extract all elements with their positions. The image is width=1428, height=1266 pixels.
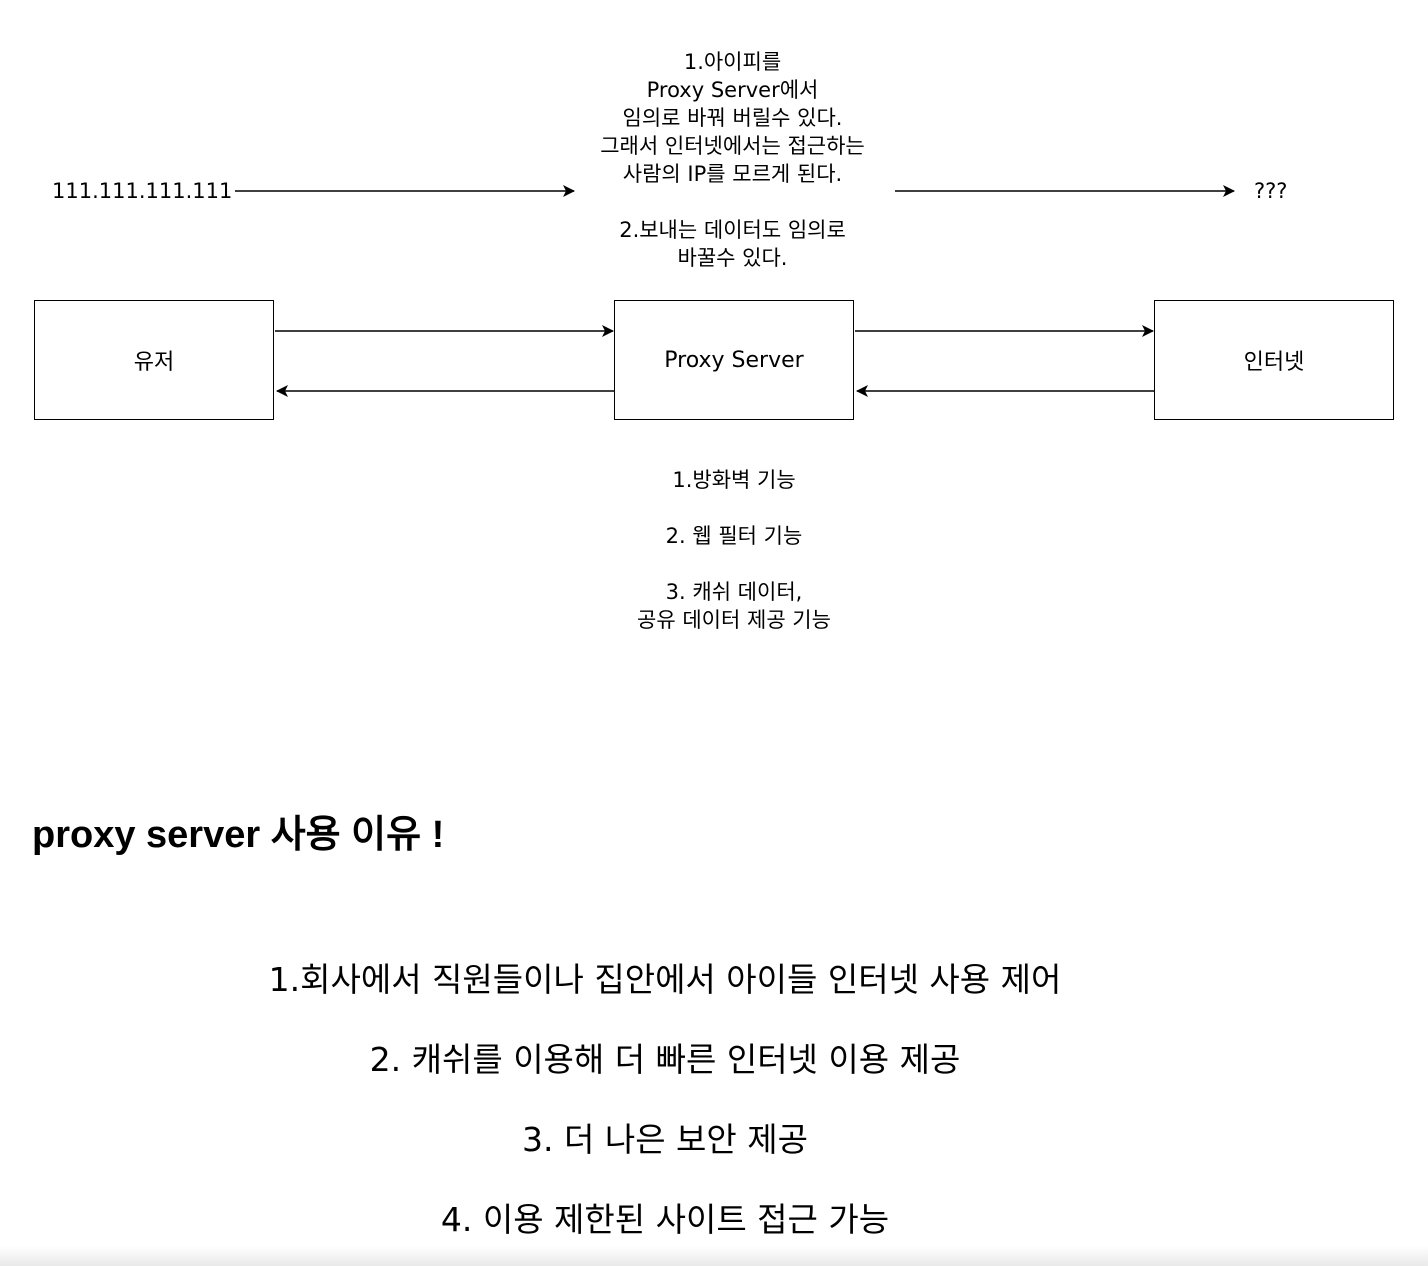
node-user-label: 유저	[133, 350, 175, 375]
reason-item-4: 4. 이용 제한된 사이트 접근 가능	[440, 1200, 890, 1239]
diagram-connectors	[235, 185, 1235, 397]
ip-label: 111.111.111.111	[52, 179, 233, 203]
node-proxy-server-label: Proxy Server	[664, 347, 804, 373]
node-proxy-server: Proxy Server	[614, 300, 854, 420]
bottom-note: 1.방화벽 기능 2. 웹 필터 기능 3. 캐쉬 데이터, 공유 데이터 제공…	[637, 468, 831, 632]
node-internet: 인터넷	[1154, 300, 1394, 420]
unknown-label: ???	[1254, 179, 1288, 203]
reason-item-3: 3. 더 나은 보안 제공	[522, 1120, 808, 1159]
node-internet-label: 인터넷	[1243, 350, 1305, 375]
top-note: 1.아이피를 Proxy Server에서 임의로 바꿔 버릴수 있다. 그래서…	[600, 50, 865, 270]
section-title: proxy server 사용 이유 !	[32, 814, 445, 856]
node-user: 유저	[34, 300, 274, 420]
reason-item-1: 1.회사에서 직원들이나 집안에서 아이들 인터넷 사용 제어	[268, 960, 1062, 999]
reason-item-2: 2. 캐쉬를 이용해 더 빠른 인터넷 이용 제공	[369, 1040, 961, 1079]
bottom-fade	[0, 1246, 1428, 1266]
